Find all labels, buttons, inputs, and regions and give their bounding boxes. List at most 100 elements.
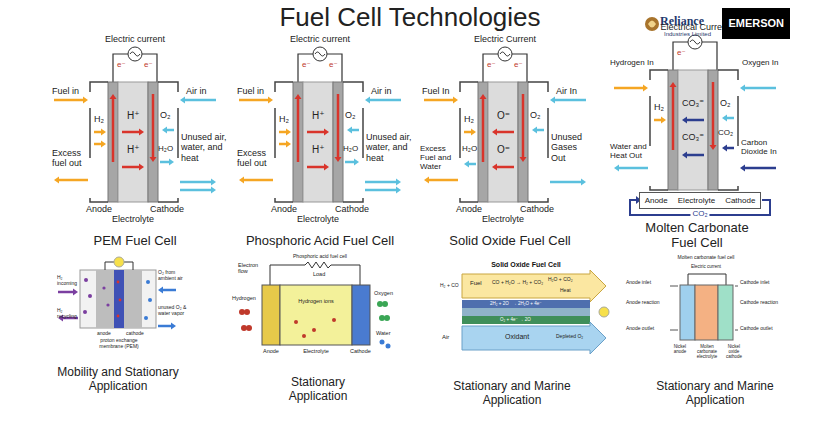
label: Mobility and Stationary Application bbox=[48, 366, 188, 394]
label: H⁺ bbox=[127, 110, 140, 122]
label: Hydrogen bbox=[232, 295, 256, 301]
label: O₂ from ambient air bbox=[158, 270, 188, 282]
label: Electric current bbox=[691, 264, 721, 269]
flow-arrow bbox=[297, 99, 300, 162]
arrow-head bbox=[722, 115, 727, 122]
label: e⁻ bbox=[144, 60, 153, 69]
label: H₂ bbox=[279, 114, 289, 124]
label: Fuel bbox=[470, 280, 482, 287]
node-text: Cathode bbox=[725, 196, 755, 205]
label: Anode outlet bbox=[626, 326, 670, 332]
label: Anode bbox=[456, 204, 482, 214]
arrow-head bbox=[54, 177, 59, 184]
arrow-head bbox=[354, 159, 359, 166]
arrow-head bbox=[492, 129, 497, 136]
label: Stationary and Marine Application bbox=[645, 380, 785, 408]
flow-arrow bbox=[307, 131, 324, 134]
flow-arrow bbox=[244, 179, 273, 182]
arrow-head bbox=[150, 157, 157, 162]
pem-cell bbox=[90, 47, 178, 202]
label: O₂ bbox=[345, 110, 356, 120]
logo-box: EMERSON bbox=[722, 8, 790, 39]
label: Molten carbonate electrolyte bbox=[694, 344, 720, 360]
label: e⁻ bbox=[677, 48, 686, 57]
label: H⁺ bbox=[312, 144, 325, 156]
arrow-head bbox=[365, 97, 370, 104]
arrow-head bbox=[520, 157, 527, 162]
label: Anode bbox=[86, 204, 112, 214]
label: Water and Heat Out bbox=[610, 142, 650, 160]
flow-arrow bbox=[337, 94, 340, 157]
flow-arrow bbox=[59, 179, 88, 182]
flow-arrow bbox=[239, 99, 268, 102]
flow-arrow bbox=[365, 189, 396, 192]
flow-arrow bbox=[619, 167, 648, 170]
label: Air In bbox=[556, 86, 577, 96]
label: Phosphoric Acid Fuel Cell bbox=[246, 234, 394, 249]
label: CO + H₂O → H₂ + CO₂ bbox=[492, 280, 543, 286]
label: Unused air, water, and heat bbox=[181, 132, 229, 163]
arrow-head bbox=[110, 94, 117, 99]
label: e⁻ bbox=[514, 60, 523, 69]
arrow-head bbox=[211, 187, 216, 194]
arrow-head bbox=[335, 157, 342, 162]
label: Solid Oxide Fuel Cell bbox=[449, 234, 570, 249]
flow-arrow bbox=[550, 181, 581, 184]
flow-arrow bbox=[614, 87, 643, 90]
arrow-head bbox=[464, 161, 469, 168]
label: Load bbox=[313, 271, 325, 277]
label: O₂ bbox=[720, 98, 731, 108]
flow-arrow bbox=[555, 99, 586, 102]
label: Fuel in bbox=[237, 86, 264, 96]
flow-arrow bbox=[180, 181, 211, 184]
label: O₂ bbox=[160, 110, 171, 120]
label: Oxygen In bbox=[742, 58, 778, 67]
label: Oxidant bbox=[505, 333, 529, 341]
sofc-cell bbox=[460, 47, 548, 202]
arrow-head bbox=[643, 85, 648, 92]
flow-arrow bbox=[365, 181, 396, 184]
flow-arrow bbox=[307, 166, 324, 169]
label: Electric current bbox=[105, 34, 165, 44]
label: Electric Current bbox=[474, 34, 536, 44]
label: Anode bbox=[263, 348, 279, 354]
flow-arrow bbox=[112, 99, 115, 162]
label: H₂ incoming bbox=[57, 275, 79, 287]
label: Stationary and Marine Application bbox=[442, 380, 582, 408]
flow-arrow bbox=[497, 166, 514, 169]
flow-arrow bbox=[160, 161, 169, 164]
pafc-cell bbox=[275, 47, 363, 202]
arrow-head bbox=[286, 141, 291, 148]
arrow-head bbox=[424, 177, 429, 184]
label: CO₃⁼ bbox=[682, 132, 704, 142]
arrow-head bbox=[661, 117, 666, 124]
label: Excess fuel out bbox=[52, 148, 88, 169]
flow-arrow bbox=[94, 143, 101, 146]
label: proton exchange membrane (PEM) bbox=[94, 338, 144, 350]
label: H₂O + CO₂ bbox=[548, 277, 573, 283]
arrow-head bbox=[158, 287, 163, 294]
label: H₂ + CO bbox=[440, 283, 459, 289]
label: Electrolyte bbox=[297, 214, 339, 224]
flow-arrow bbox=[167, 129, 174, 132]
label: H⁺ bbox=[312, 110, 325, 122]
arrow-head bbox=[396, 179, 401, 186]
label: Cathode bbox=[335, 204, 369, 214]
label: Cathode bbox=[150, 204, 184, 214]
flow-arrow bbox=[94, 131, 101, 134]
arrow-head bbox=[453, 97, 458, 104]
flow-arrow bbox=[158, 325, 171, 328]
logo-mark bbox=[648, 21, 656, 28]
arrow-head bbox=[492, 164, 497, 171]
flow-arrow bbox=[482, 99, 485, 162]
flow-arrow bbox=[185, 99, 216, 102]
label: e⁻ bbox=[117, 60, 126, 69]
arrow-head bbox=[73, 289, 78, 296]
label: Fuel in bbox=[52, 86, 79, 96]
label: Hydrogen ions bbox=[296, 298, 336, 304]
arrow-head bbox=[101, 129, 106, 136]
flow-arrow bbox=[497, 131, 514, 134]
arrow-head bbox=[710, 145, 717, 150]
arrow-head bbox=[324, 164, 329, 171]
arrow-head bbox=[101, 141, 106, 148]
